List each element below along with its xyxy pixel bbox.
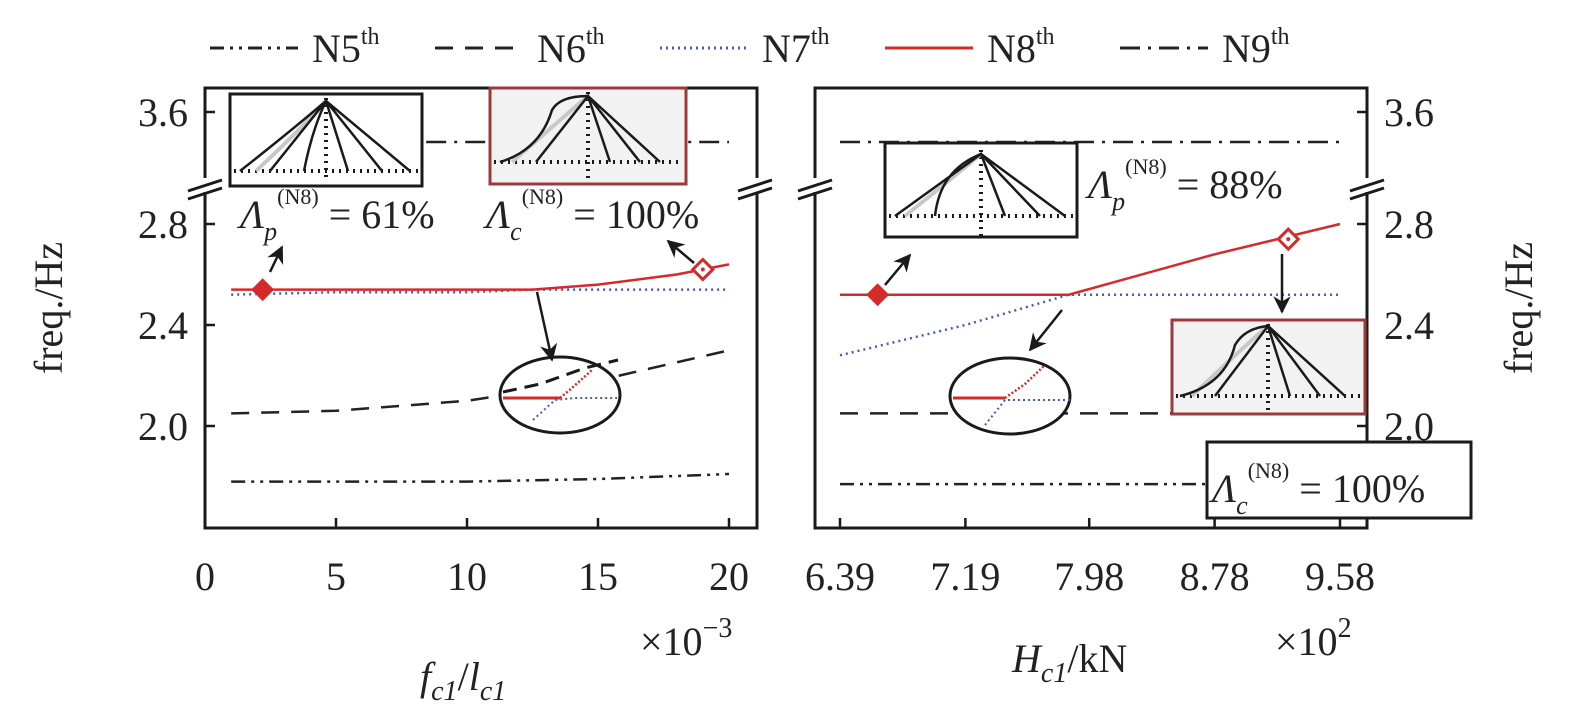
left-arrow-to-ellipse — [535, 291, 558, 362]
left-series-group — [231, 140, 730, 483]
legend-label-n5: N5th — [312, 24, 380, 71]
left-x-axis-label: fc1/lc1 — [420, 654, 506, 704]
left-y-tick-label: 3.6 — [138, 90, 188, 135]
left-y-axis-label: freq./Hz — [26, 242, 71, 374]
right-axis-break-icon — [797, 178, 1385, 201]
left-x-tick-label: 5 — [326, 554, 346, 599]
left-plot-frame — [203, 86, 759, 530]
legend-label-n8: N8th — [987, 24, 1055, 71]
legend: N5th N6th N7th N8th N9th — [210, 24, 1290, 71]
left-zoom-ellipse — [498, 355, 622, 435]
left-marker-open-diamond-dot — [700, 267, 705, 272]
right-x-tick-label: 6.39 — [805, 554, 875, 599]
right-series-n8th — [840, 222, 1341, 296]
left-x-ticks: 0 5 10 15 20 — [195, 518, 749, 599]
left-arrow-from-open-marker — [666, 239, 695, 264]
right-marker-filled-diamond — [866, 283, 890, 307]
left-x-tick-label: 10 — [447, 554, 487, 599]
right-y-tick-label: 2.8 — [1384, 202, 1434, 247]
right-annotation-lambda-p: Λp(N8) = 88% — [1084, 154, 1283, 216]
left-annotation-lambda-p: Λp(N8) = 61% — [236, 184, 435, 246]
left-x-tick-label: 20 — [709, 554, 749, 599]
right-x-axis-label: Hc1/kN — [1011, 636, 1127, 689]
right-arrow-to-ellipse — [1028, 309, 1063, 352]
left-y-ticks: 2.0 2.4 2.8 3.6 — [138, 90, 215, 449]
right-inset-shape-plain — [883, 141, 1079, 239]
right-y-tick-label: 2.4 — [1384, 303, 1434, 348]
right-x-tick-label: 7.19 — [930, 554, 1000, 599]
left-inset-shape-highlighted — [488, 86, 688, 186]
left-y-tick-label: 2.4 — [138, 303, 188, 348]
right-plot-frame — [813, 86, 1369, 530]
legend-label-n7: N7th — [762, 24, 830, 71]
left-x-tick-label: 0 — [195, 554, 215, 599]
left-x-tick-label: 15 — [578, 554, 618, 599]
right-x-tick-label: 9.58 — [1305, 554, 1375, 599]
right-zoom-ellipse — [948, 356, 1072, 436]
left-y-tick-label: 2.0 — [138, 404, 188, 449]
right-x-tick-label: 7.98 — [1054, 554, 1124, 599]
right-inset-shape-highlighted — [1170, 318, 1367, 416]
right-x-ticks: 6.39 7.19 7.98 8.78 9.58 — [805, 518, 1375, 599]
right-y-tick-label: 3.6 — [1384, 90, 1434, 135]
left-series-n5th — [231, 472, 730, 483]
right-y-axis-label: freq./Hz — [1496, 242, 1541, 374]
left-arrow-from-filled-marker — [267, 245, 284, 273]
left-panel: 0 5 10 15 20 2.0 2.4 2.8 3.6 — [26, 86, 773, 704]
legend-label-n6: N6th — [537, 24, 605, 71]
right-annotation-lambda-c: Λc(N8) = 100% — [1208, 458, 1425, 520]
left-y-tick-label: 2.8 — [138, 202, 188, 247]
right-arrow-from-filled-marker — [884, 253, 912, 286]
left-x-multiplier: ×10−3 — [640, 613, 732, 664]
right-x-tick-label: 8.78 — [1180, 554, 1250, 599]
right-marker-open-diamond-dot — [1286, 237, 1291, 242]
left-inset-shape-plain — [228, 92, 424, 188]
left-axis-break-icon — [187, 178, 773, 201]
legend-label-n9: N9th — [1222, 24, 1290, 71]
left-annotation-lambda-c: Λc(N8) = 100% — [482, 184, 699, 246]
left-marker-filled-diamond — [251, 278, 275, 302]
right-y-ticks: 2.02.42.83.6 — [1357, 90, 1434, 449]
left-series-n8th — [231, 263, 730, 291]
right-x-multiplier: ×102 — [1275, 613, 1352, 664]
left-series-n6th — [231, 349, 730, 415]
right-annotation-lambda-c-box: Λc(N8) = 100% — [1205, 440, 1473, 520]
